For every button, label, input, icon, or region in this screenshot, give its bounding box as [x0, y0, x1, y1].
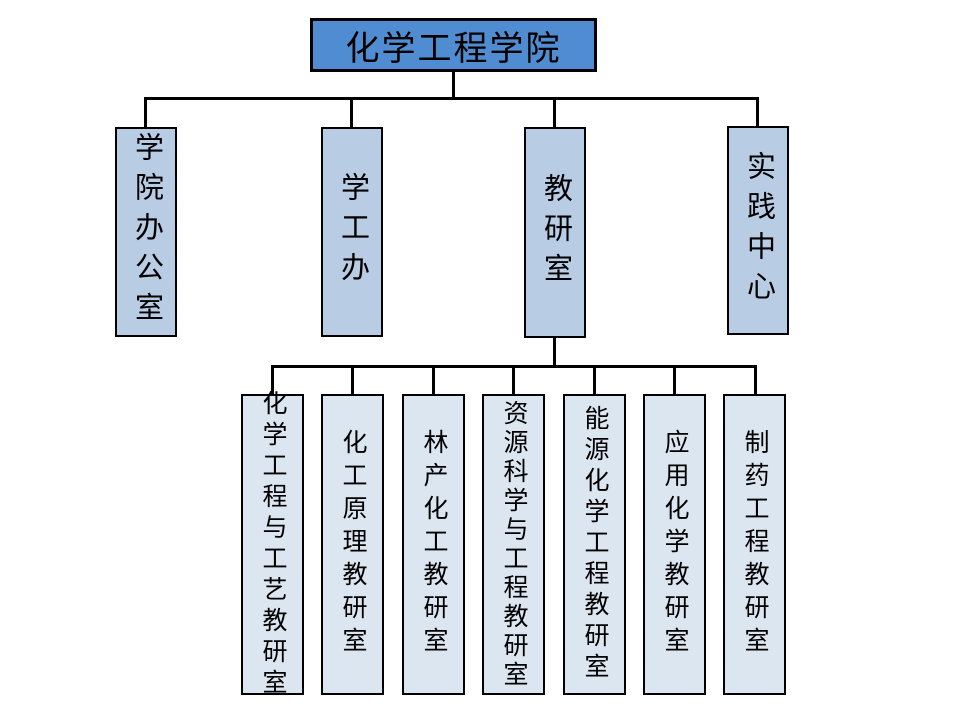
org-box-teaching-research: 教研室	[524, 127, 586, 338]
connector-drop-college-office	[144, 97, 147, 127]
org-box-student-affairs: 学工办	[321, 127, 383, 337]
connector-teaching-research-stem	[553, 338, 556, 368]
connector-drop-l3-3	[432, 365, 435, 395]
org-box-applied-chem-label: 应用化学教研室	[661, 429, 688, 660]
org-box-practice-center: 实践中心	[727, 126, 789, 335]
connector-drop-student-affairs	[350, 97, 353, 127]
org-box-chem-eng-tech-label: 化学工程与工艺教研室	[259, 389, 286, 700]
org-box-practice-center-label: 实践中心	[742, 150, 775, 311]
connector-drop-l3-1	[271, 365, 274, 395]
org-box-chem-principles-label: 化工原理教研室	[339, 429, 366, 660]
org-box-chem-principles: 化工原理教研室	[321, 394, 384, 695]
connector-drop-l3-2	[351, 365, 354, 395]
org-box-root-label: 化学工程学院	[345, 30, 562, 68]
org-box-energy-chem-label: 能源化学工程教研室	[581, 405, 608, 684]
connector-drop-l3-4	[512, 365, 515, 395]
connector-drop-l3-7	[754, 365, 757, 395]
connector-drop-l3-5	[593, 365, 596, 395]
org-box-student-affairs-label: 学工办	[336, 172, 369, 292]
org-box-chem-eng-tech: 化学工程与工艺教研室	[241, 390, 304, 700]
org-box-college-office-label: 学院办公室	[130, 132, 163, 332]
org-box-energy-chem: 能源化学工程教研室	[563, 394, 626, 695]
org-box-resource-science-label: 资源科学与工程教研室	[500, 399, 527, 690]
connector-root-stem	[452, 72, 455, 99]
org-box-applied-chem: 应用化学教研室	[643, 394, 706, 695]
org-box-forest-chem: 林产化工教研室	[402, 394, 465, 695]
connector-drop-teaching-research	[553, 97, 556, 127]
connector-level2-bus	[145, 97, 759, 100]
org-box-resource-science: 资源科学与工程教研室	[482, 394, 545, 695]
org-box-root: 化学工程学院	[310, 18, 597, 72]
org-box-forest-chem-label: 林产化工教研室	[420, 429, 447, 660]
connector-drop-l3-6	[673, 365, 676, 395]
org-box-college-office: 学院办公室	[115, 127, 177, 337]
org-box-pharma-eng-label: 制药工程教研室	[741, 429, 768, 660]
org-box-teaching-research-label: 教研室	[539, 172, 572, 293]
connector-drop-practice-center	[756, 97, 759, 127]
org-box-pharma-eng: 制药工程教研室	[723, 394, 786, 695]
